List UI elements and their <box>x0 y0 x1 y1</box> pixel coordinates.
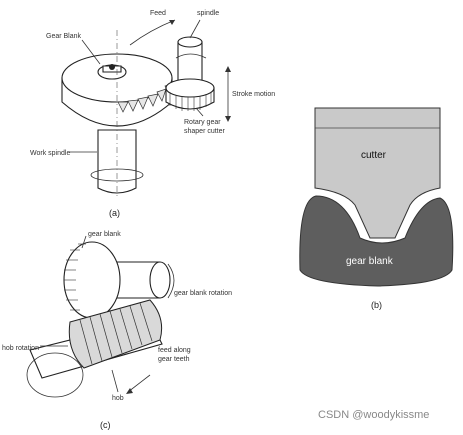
feed-arrowhead <box>169 20 175 25</box>
label-cutter-line2: shaper cutter <box>184 128 226 135</box>
leader-gear-blank <box>81 39 101 65</box>
hob-threads <box>79 302 153 365</box>
watermark: CSDN @woodykissme <box>318 409 429 421</box>
shaper-cutter-teeth <box>169 92 212 111</box>
label-feed-line1: feed along <box>158 347 191 354</box>
leader-hob <box>111 369 119 393</box>
shaft-end <box>149 261 171 299</box>
hub-bolt <box>109 64 115 70</box>
hob-rotation-arrow <box>26 352 84 398</box>
shaper-cutter-top <box>165 78 215 98</box>
label-spindle: spindle <box>197 10 219 17</box>
stroke-arrowhead-down <box>225 116 231 122</box>
label-gear-blank-c: gear blank <box>88 231 121 238</box>
cutter-spindle-top <box>177 36 203 48</box>
panel-a-gear-shaping: Feed spindle Gear Blank Stroke motion Ro… <box>30 10 275 218</box>
feed-along-teeth-arrow <box>127 374 151 393</box>
label-gear-blank: Gear Blank <box>46 33 82 40</box>
label-work-spindle: Work spindle <box>30 150 70 157</box>
cutter-rotation-arrow <box>175 53 207 59</box>
label-cutter-line1: Rotary gear <box>184 119 221 126</box>
label-cutter: cutter <box>361 150 387 161</box>
stroke-arrowhead-up <box>225 66 231 72</box>
gear-blank-rotation-arrow <box>167 263 175 299</box>
label-stroke-motion: Stroke motion <box>232 91 275 98</box>
leader-gear-blank-c <box>81 235 87 249</box>
caption-c: (c) <box>100 420 111 430</box>
caption-b: (b) <box>371 300 382 310</box>
feed-arrow <box>129 19 176 46</box>
hob <box>68 299 163 369</box>
label-feed: Feed <box>150 10 166 17</box>
label-hob: hob <box>112 395 124 402</box>
leader-cutter <box>195 107 204 117</box>
label-hob-rotation: hob rotation <box>2 345 39 352</box>
cutter-shape <box>314 107 441 239</box>
panel-c-hobbing: gear blank gear blank rotation hob rotat… <box>2 231 232 430</box>
gear-blank-shape <box>299 195 454 287</box>
label-feed-line2: gear teeth <box>158 356 190 363</box>
label-gear-blank-rotation: gear blank rotation <box>174 290 232 297</box>
gear-blank-disk-teeth <box>64 243 86 311</box>
feed-arrowhead-c <box>126 388 133 394</box>
leader-spindle <box>189 19 201 39</box>
caption-a: (a) <box>109 208 120 218</box>
label-gear-blank-b: gear blank <box>346 256 394 267</box>
panel-b-cross-section: cutter gear blank (b) <box>299 107 454 310</box>
